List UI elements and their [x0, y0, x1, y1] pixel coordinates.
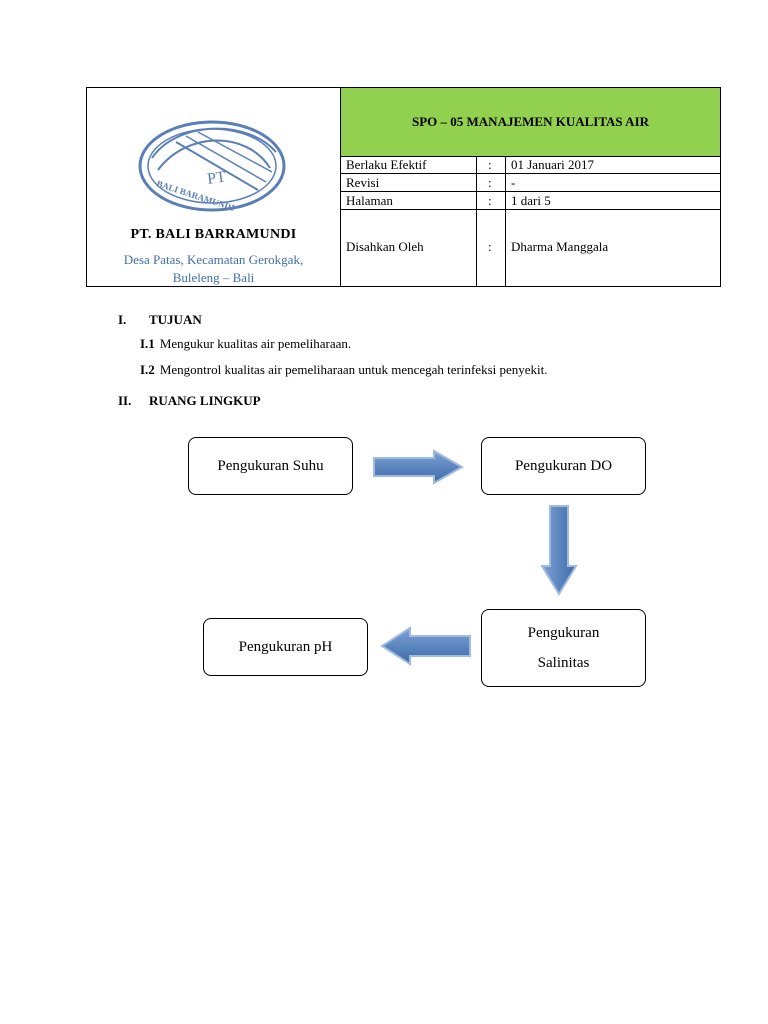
company-logo: PT BALI BARAMUNDI	[138, 120, 286, 213]
info-label: Revisi	[346, 175, 380, 190]
info-label: Halaman	[346, 193, 393, 208]
section-number: II.	[118, 393, 132, 408]
company-name: PT. BALI BARRAMUNDI	[130, 227, 297, 242]
item-number: I.2	[140, 362, 155, 377]
item-number: I.1	[140, 336, 155, 351]
logo-pt-text: PT	[206, 168, 227, 187]
arrow-left-icon	[380, 626, 471, 666]
company-address: Desa Patas, Kecamatan Gerokgak, Buleleng…	[87, 251, 340, 287]
info-label: Disahkan Oleh	[346, 239, 424, 254]
table-divider	[505, 156, 506, 286]
section-title: RUANG LINGKUP	[149, 393, 261, 408]
info-value: 01 Januari 2017	[511, 157, 595, 172]
section-title: TUJUAN	[149, 312, 202, 327]
header-table: PT BALI BARAMUNDI PT. BALI BARRAMUNDI De…	[86, 87, 721, 287]
info-colon: :	[488, 175, 492, 190]
info-row-disahkan: Disahkan Oleh : Dharma Manggala	[341, 210, 720, 286]
info-row-revisi: Revisi : -	[341, 174, 720, 192]
item-text: Mengukur kualitas air pemeliharaan.	[159, 336, 352, 351]
info-value: Dharma Manggala	[511, 239, 609, 254]
section-number: I.	[118, 312, 127, 327]
flow-label: Pengukuran DO	[514, 458, 613, 474]
item-text: Mengontrol kualitas air pemeliharaan unt…	[159, 362, 548, 377]
company-cell: PT BALI BARAMUNDI PT. BALI BARRAMUNDI De…	[87, 88, 341, 286]
info-row-halaman: Halaman : 1 dari 5	[341, 192, 720, 210]
flow-label-line-2: Salinitas	[537, 655, 590, 671]
document-title: SPO – 05 MANAJEMEN KUALITAS AIR	[411, 114, 650, 129]
flow-label-line-1: Pengukuran	[527, 625, 600, 641]
info-row-berlaku: Berlaku Efektif : 01 Januari 2017	[341, 156, 720, 174]
flow-box-ph: Pengukuran pH	[203, 618, 368, 676]
flow-label: Pengukuran Suhu	[217, 458, 324, 474]
flow-box-do: Pengukuran DO	[481, 437, 646, 495]
flow-box-salinitas: Pengukuran Salinitas	[481, 609, 646, 687]
info-colon: :	[488, 193, 492, 208]
info-colon: :	[488, 157, 492, 172]
arrow-down-icon	[540, 505, 578, 596]
info-value: 1 dari 5	[511, 193, 551, 208]
arrow-right-icon	[373, 449, 464, 485]
flow-box-suhu: Pengukuran Suhu	[188, 437, 353, 495]
list-item: I.2 Mengontrol kualitas air pemeliharaan …	[140, 362, 548, 378]
document-title-cell: SPO – 05 MANAJEMEN KUALITAS AIR	[341, 88, 720, 157]
address-line-2: Buleleng – Bali	[172, 270, 255, 285]
info-colon: :	[488, 239, 492, 254]
info-label: Berlaku Efektif	[346, 157, 427, 172]
flow-label: Pengukuran pH	[238, 639, 333, 655]
address-line-1: Desa Patas, Kecamatan Gerokgak,	[123, 252, 304, 267]
info-value: -	[511, 175, 516, 190]
table-divider	[476, 156, 477, 286]
list-item: I.1 Mengukur kualitas air pemeliharaan.	[140, 336, 351, 352]
